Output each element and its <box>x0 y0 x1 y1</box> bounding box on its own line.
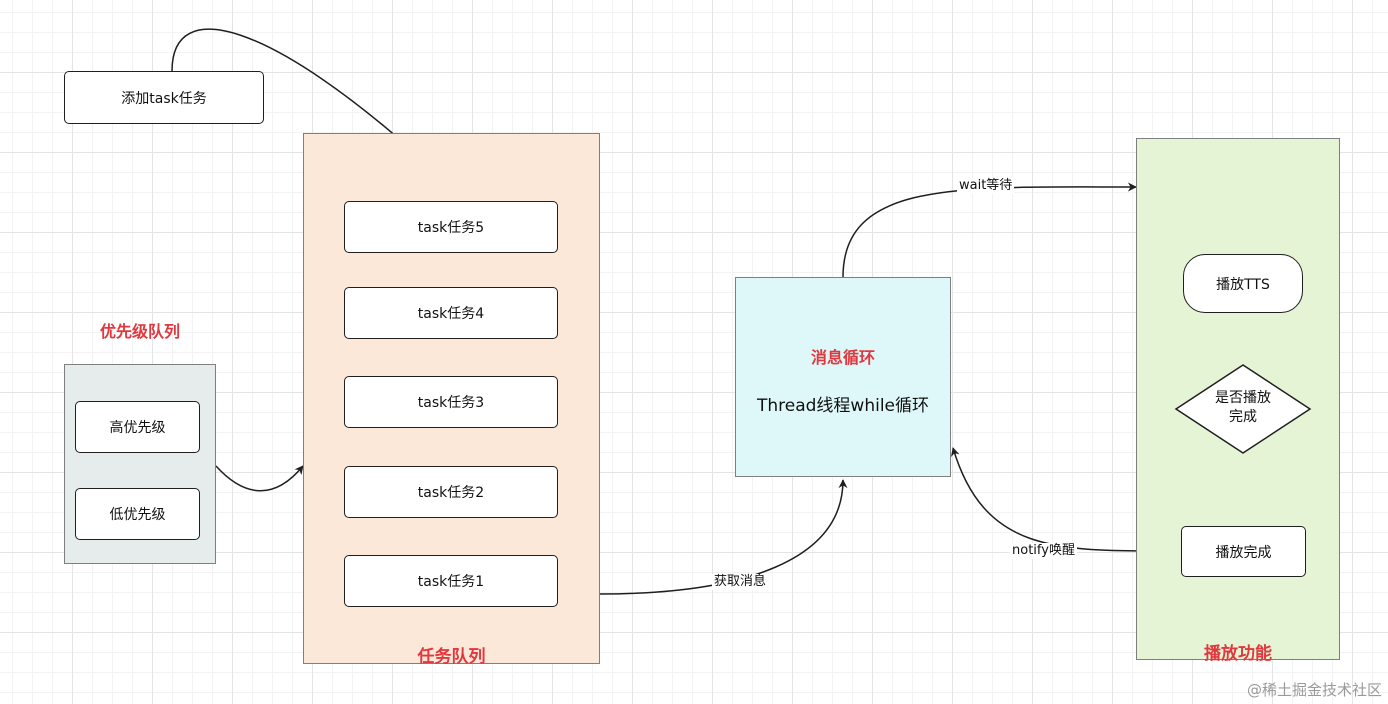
add-task-arrow <box>171 28 433 169</box>
watermark: @稀土掘金技术社区 <box>1246 681 1382 699</box>
task-label-4: task任务4 <box>417 306 485 322</box>
high-priority-label: 高优先级 <box>109 420 166 436</box>
priority-queue-title: 优先级队列 <box>99 322 180 341</box>
priority-to-queue-arrow <box>215 465 304 492</box>
low-priority-node[interactable]: 低优先级 <box>75 488 200 540</box>
message-loop-node[interactable] <box>735 277 951 477</box>
high-priority-node[interactable]: 高优先级 <box>75 401 200 453</box>
fetch-arrow <box>598 479 848 595</box>
play-tts-node[interactable]: 播放TTS <box>1183 254 1303 313</box>
add-task-label: 添加task任务 <box>121 90 207 107</box>
play-done-label: 播放完成 <box>1215 544 1272 561</box>
task-node-1[interactable]: task任务1 <box>344 555 558 607</box>
task-node-5[interactable]: task任务5 <box>344 201 558 253</box>
add-task-node[interactable]: 添加task任务 <box>64 71 264 124</box>
player-title: 播放功能 <box>1204 644 1272 664</box>
play-done-node[interactable]: 播放完成 <box>1181 526 1306 577</box>
task-queue-title: 任务队列 <box>417 647 486 667</box>
message-loop-subtitle: Thread线程while循环 <box>756 396 930 416</box>
wait-arrow <box>842 182 1137 278</box>
message-loop-title: 消息循环 <box>810 348 875 367</box>
task-label-3: task任务3 <box>417 395 485 411</box>
task-node-4[interactable]: task任务4 <box>344 287 558 339</box>
wait-edge-label: wait等待 <box>957 178 1015 194</box>
low-priority-label: 低优先级 <box>109 507 166 523</box>
task-label-1: task任务1 <box>417 574 485 590</box>
task-node-3[interactable]: task任务3 <box>344 376 558 428</box>
notify-edge-label: notify唤醒 <box>1010 543 1077 559</box>
task-label-5: task任务5 <box>417 220 485 236</box>
fetch-edge-label: 获取消息 <box>712 574 769 590</box>
play-tts-label: 播放TTS <box>1216 276 1270 293</box>
decision-label: 是否播放 完成 <box>1215 390 1271 425</box>
task-label-2: task任务2 <box>417 485 485 501</box>
decision-diamond[interactable] <box>1173 363 1313 455</box>
task-node-2[interactable]: task任务2 <box>344 466 558 518</box>
